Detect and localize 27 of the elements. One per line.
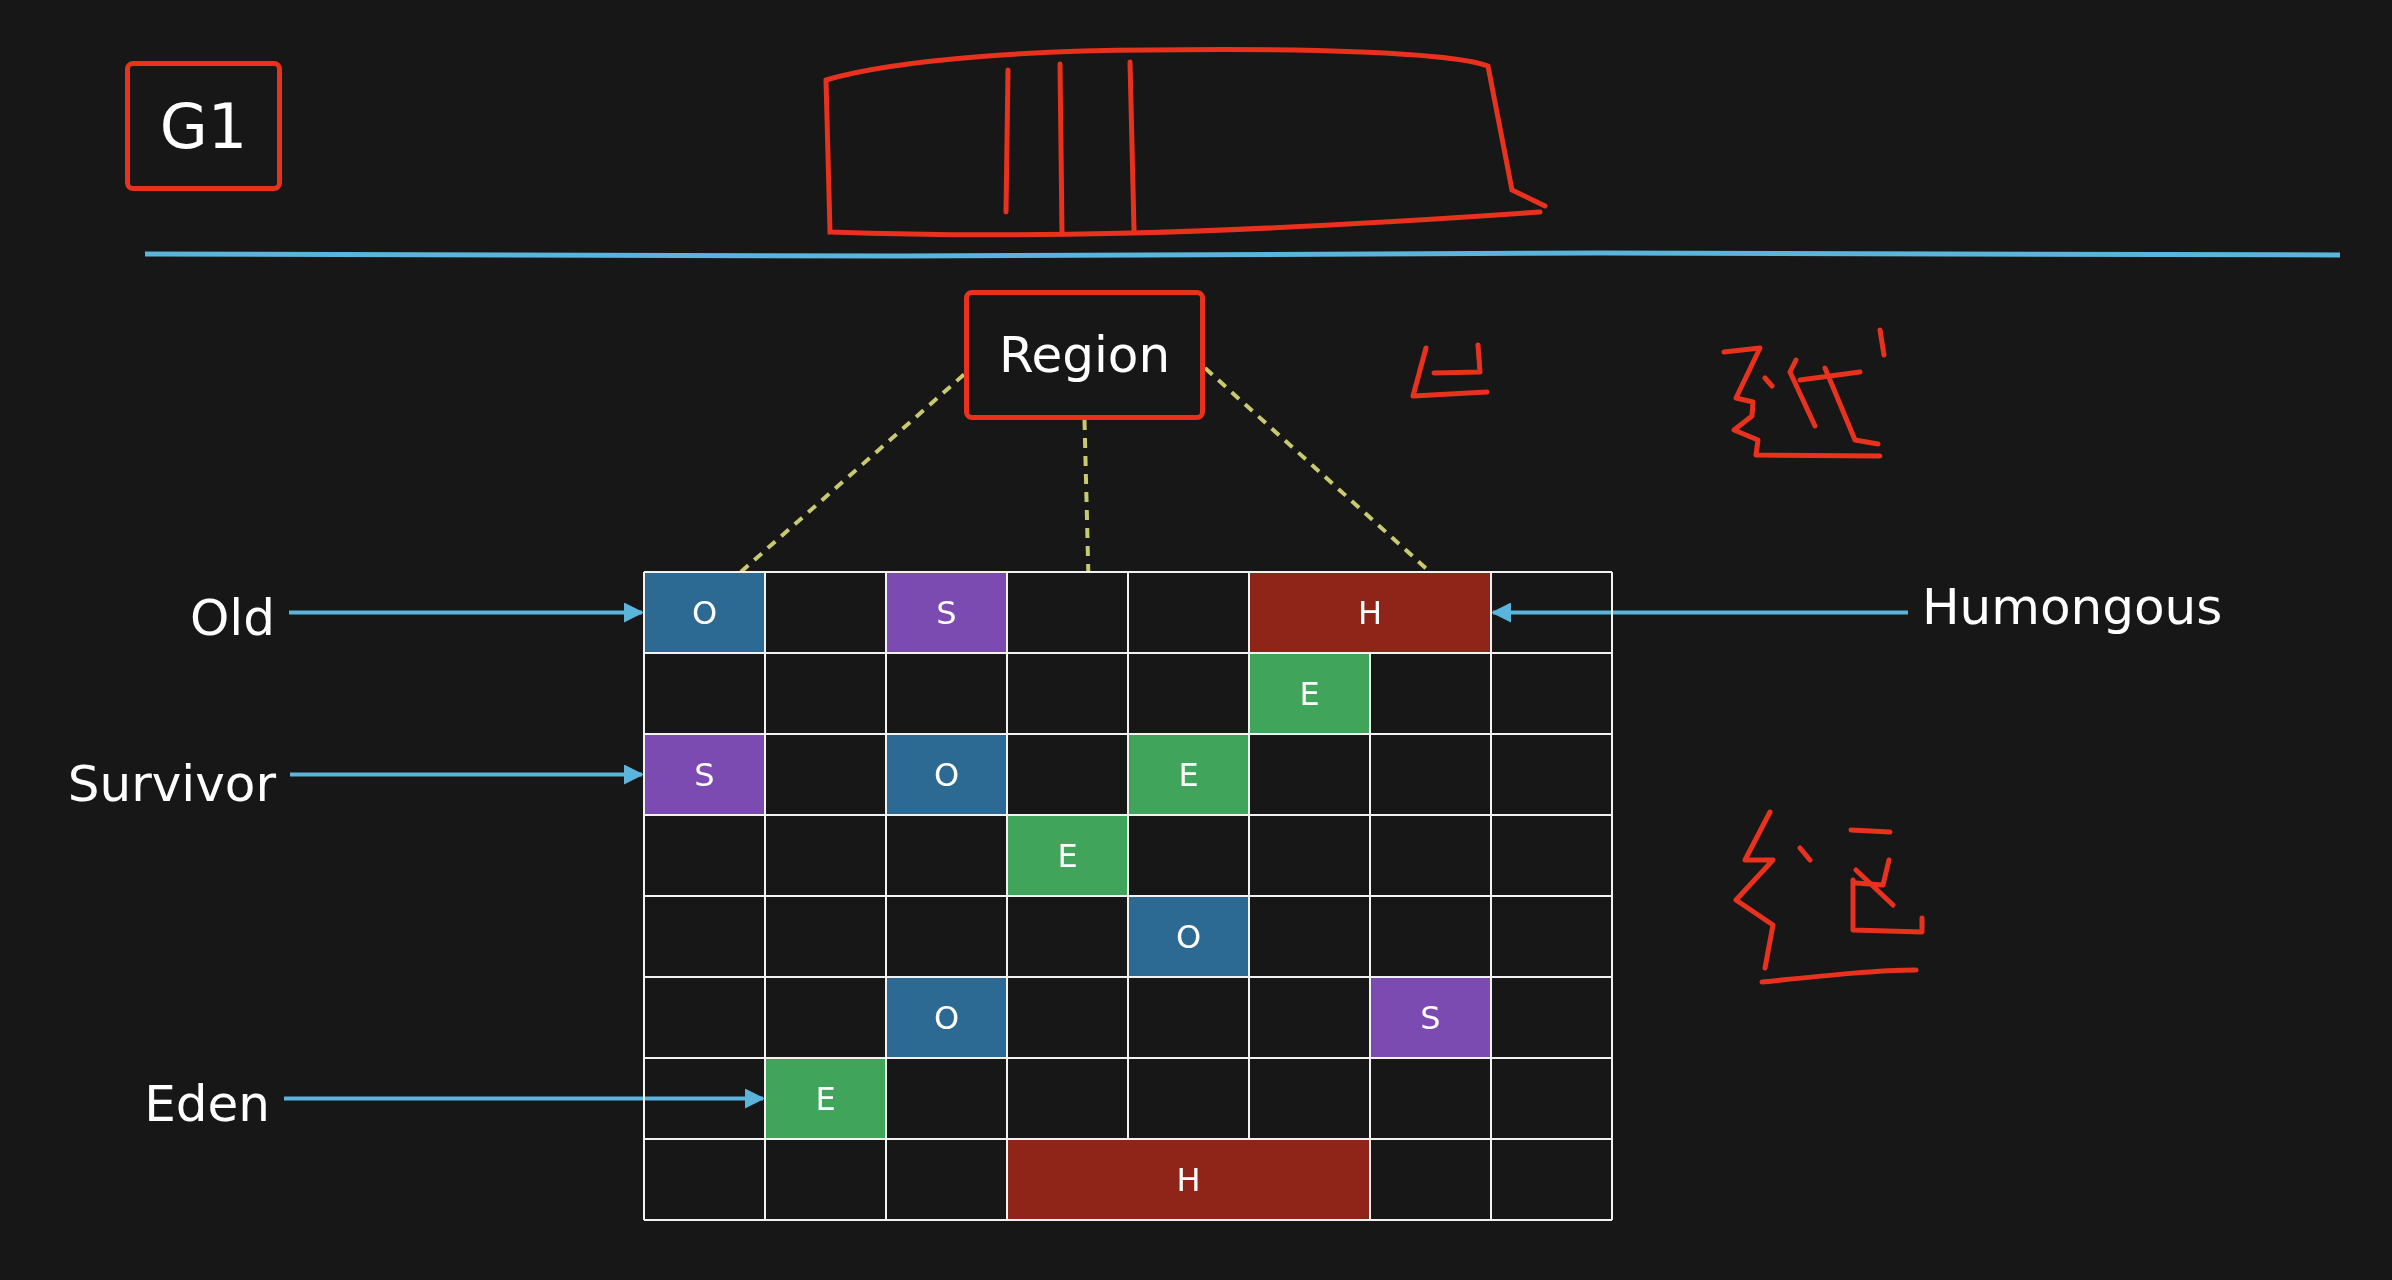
region-type-label: Survivor: [36, 754, 276, 814]
region-cell: E: [765, 1058, 886, 1139]
region-cell: H: [1249, 572, 1491, 653]
arrow: [289, 602, 644, 623]
region-cell: S: [644, 734, 765, 815]
region-cell: O: [644, 572, 765, 653]
region-cell: O: [886, 977, 1007, 1058]
region-cell: O: [886, 734, 1007, 815]
region-type-label: Old: [165, 588, 275, 648]
region-type-label: Humongous: [1922, 577, 2272, 637]
zoom-guide-line: [739, 373, 966, 574]
arrow: [290, 764, 644, 785]
arrow: [284, 1088, 765, 1109]
region-cell: O: [1128, 896, 1249, 977]
outlined-box: [125, 61, 282, 191]
arrow: [1491, 602, 1908, 623]
outlined-box: [964, 290, 1205, 420]
box-label: G1: [159, 89, 248, 163]
zoom-guide-line: [1082, 419, 1091, 573]
box-label: Region: [998, 326, 1171, 384]
region-cell: E: [1007, 815, 1128, 896]
region-cell: E: [1249, 653, 1370, 734]
region-type-label: Eden: [120, 1074, 270, 1134]
region-cell: S: [886, 572, 1007, 653]
region-cell: E: [1128, 734, 1249, 815]
region-cell: H: [1007, 1139, 1370, 1220]
region-cell: S: [1370, 977, 1491, 1058]
